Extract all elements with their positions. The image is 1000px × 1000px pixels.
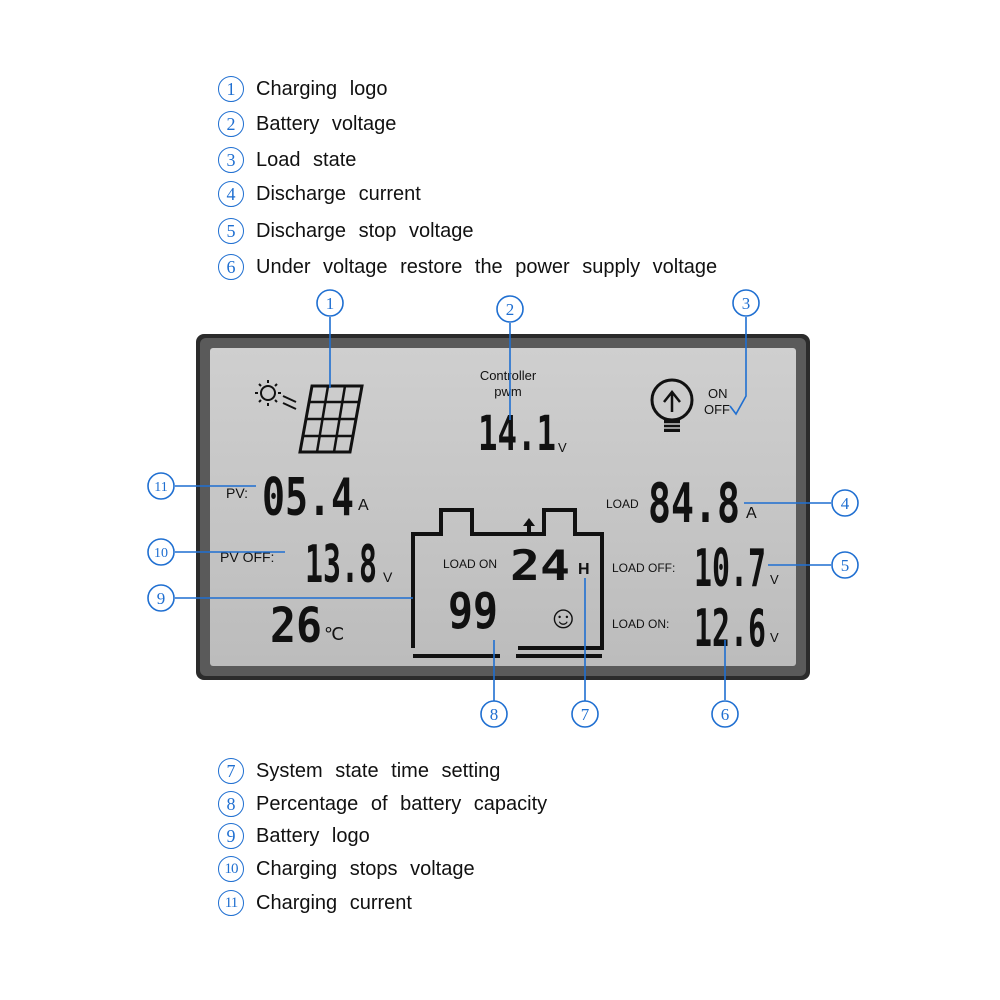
legend-number-8: 8 xyxy=(218,791,244,817)
battery-voltage-unit: V xyxy=(558,440,567,455)
pv-off-voltage-value: 13.8 xyxy=(305,535,377,595)
legend-text-9: Battery logo xyxy=(256,824,370,847)
callout-6-number: 6 xyxy=(721,705,730,724)
callout-7: 7 xyxy=(571,700,599,728)
legend-number-6: 6 xyxy=(218,254,244,280)
battery-voltage-value: 14.1 xyxy=(478,406,556,462)
load-on-voltage-unit: V xyxy=(770,630,779,645)
load-on-voltage-value: 12.6 xyxy=(694,599,766,659)
legend-item-7: 7 System state time setting xyxy=(218,756,500,786)
legend-number-7: 7 xyxy=(218,758,244,784)
callout-3: 3 xyxy=(732,289,760,317)
load-current-unit: A xyxy=(746,505,757,522)
legend-item-1: 1 Charging logo xyxy=(218,74,388,104)
load-current-value: 84.8 xyxy=(648,472,740,535)
bulb-icon xyxy=(650,378,694,432)
legend-number-11: 11 xyxy=(218,890,244,916)
solar-panel-icon xyxy=(255,380,364,454)
callout-2-number: 2 xyxy=(506,300,515,319)
legend-text-5: Discharge stop voltage xyxy=(256,219,474,242)
battery-icon xyxy=(411,508,604,658)
legend-number-3: 3 xyxy=(218,147,244,173)
legend-number-5: 5 xyxy=(218,218,244,244)
callout-8: 8 xyxy=(480,700,508,728)
legend-item-10: 10 Charging stops voltage xyxy=(218,854,475,884)
pwm-label: pwm xyxy=(494,384,521,399)
legend-text-4: Discharge current xyxy=(256,182,421,205)
legend-number-2: 2 xyxy=(218,111,244,137)
lcd-screen xyxy=(210,348,796,666)
callout-lines xyxy=(175,317,831,702)
callout-11-number: 11 xyxy=(154,480,167,495)
load-on-state: ON xyxy=(708,386,728,401)
callout-9-number: 9 xyxy=(157,589,166,608)
pv-off-voltage-unit: V xyxy=(383,569,393,585)
legend-item-6: 6 Under voltage restore the power supply… xyxy=(218,252,717,282)
legend-number-1: 1 xyxy=(218,76,244,102)
load-off-voltage-value: 10.7 xyxy=(694,539,766,599)
battery-load-on-label: LOAD ON xyxy=(443,557,497,571)
callout-5-number: 5 xyxy=(841,556,850,575)
legend-item-3: 3 Load state xyxy=(218,145,356,175)
legend-item-2: 2 Battery voltage xyxy=(218,109,396,139)
load-off-state: OFF xyxy=(704,402,730,417)
legend-item-5: 5 Discharge stop voltage xyxy=(218,216,473,246)
callout-8-number: 8 xyxy=(490,705,499,724)
load-label: LOAD xyxy=(606,497,639,511)
legend-text-7: System state time setting xyxy=(256,759,501,782)
legend-text-10: Charging stops voltage xyxy=(256,857,475,880)
callout-5: 5 xyxy=(831,551,859,579)
legend-text-8: Percentage of battery capacity xyxy=(256,792,548,815)
callout-1-number: 1 xyxy=(326,294,335,313)
load-off-voltage-unit: V xyxy=(770,572,779,587)
legend-number-10: 10 xyxy=(218,856,244,882)
load-on-label: LOAD ON: xyxy=(612,617,669,631)
legend-text-11: Charging current xyxy=(256,891,412,914)
load-off-label: LOAD OFF: xyxy=(612,561,675,575)
callout-7-number: 7 xyxy=(581,705,590,724)
callout-4-number: 4 xyxy=(841,494,850,513)
controller-label: Controller xyxy=(480,368,537,383)
callout-4: 4 xyxy=(831,489,859,517)
legend-item-4: 4 Discharge current xyxy=(218,179,421,209)
callout-2: 2 xyxy=(496,295,524,323)
callout-1: 1 xyxy=(316,289,344,317)
callout-11: 11 xyxy=(147,472,175,500)
timer-unit: H xyxy=(578,561,590,578)
legend-text-1: Charging logo xyxy=(256,77,388,100)
legend-item-8: 8 Percentage of battery capacity xyxy=(218,789,547,819)
legend-item-11: 11 Charging current xyxy=(218,888,412,918)
callout-9: 9 xyxy=(147,584,175,612)
pv-current-unit: A xyxy=(358,497,369,514)
temperature-value: 26 xyxy=(270,598,322,654)
legend-number-9: 9 xyxy=(218,823,244,849)
legend-text-3: Load state xyxy=(256,148,357,171)
pv-off-label: PV OFF: xyxy=(220,549,274,565)
callout-3-number: 3 xyxy=(742,294,751,313)
smiley-icon: ☺ xyxy=(547,599,580,635)
capacity-value: 99 xyxy=(448,582,498,640)
legend-number-4: 4 xyxy=(218,181,244,207)
callout-6: 6 xyxy=(711,700,739,728)
callout-10: 10 xyxy=(147,538,175,566)
callout-10-number: 10 xyxy=(154,546,168,561)
pv-label: PV: xyxy=(226,485,248,501)
pv-current-value: 05.4 xyxy=(262,468,354,528)
legend-item-9: 9 Battery logo xyxy=(218,821,370,851)
legend-text-2: Battery voltage xyxy=(256,112,397,135)
legend-text-6: Under voltage restore the power supply v… xyxy=(256,255,718,278)
temperature-unit: ℃ xyxy=(324,624,344,644)
timer-value: 24 xyxy=(510,541,570,590)
